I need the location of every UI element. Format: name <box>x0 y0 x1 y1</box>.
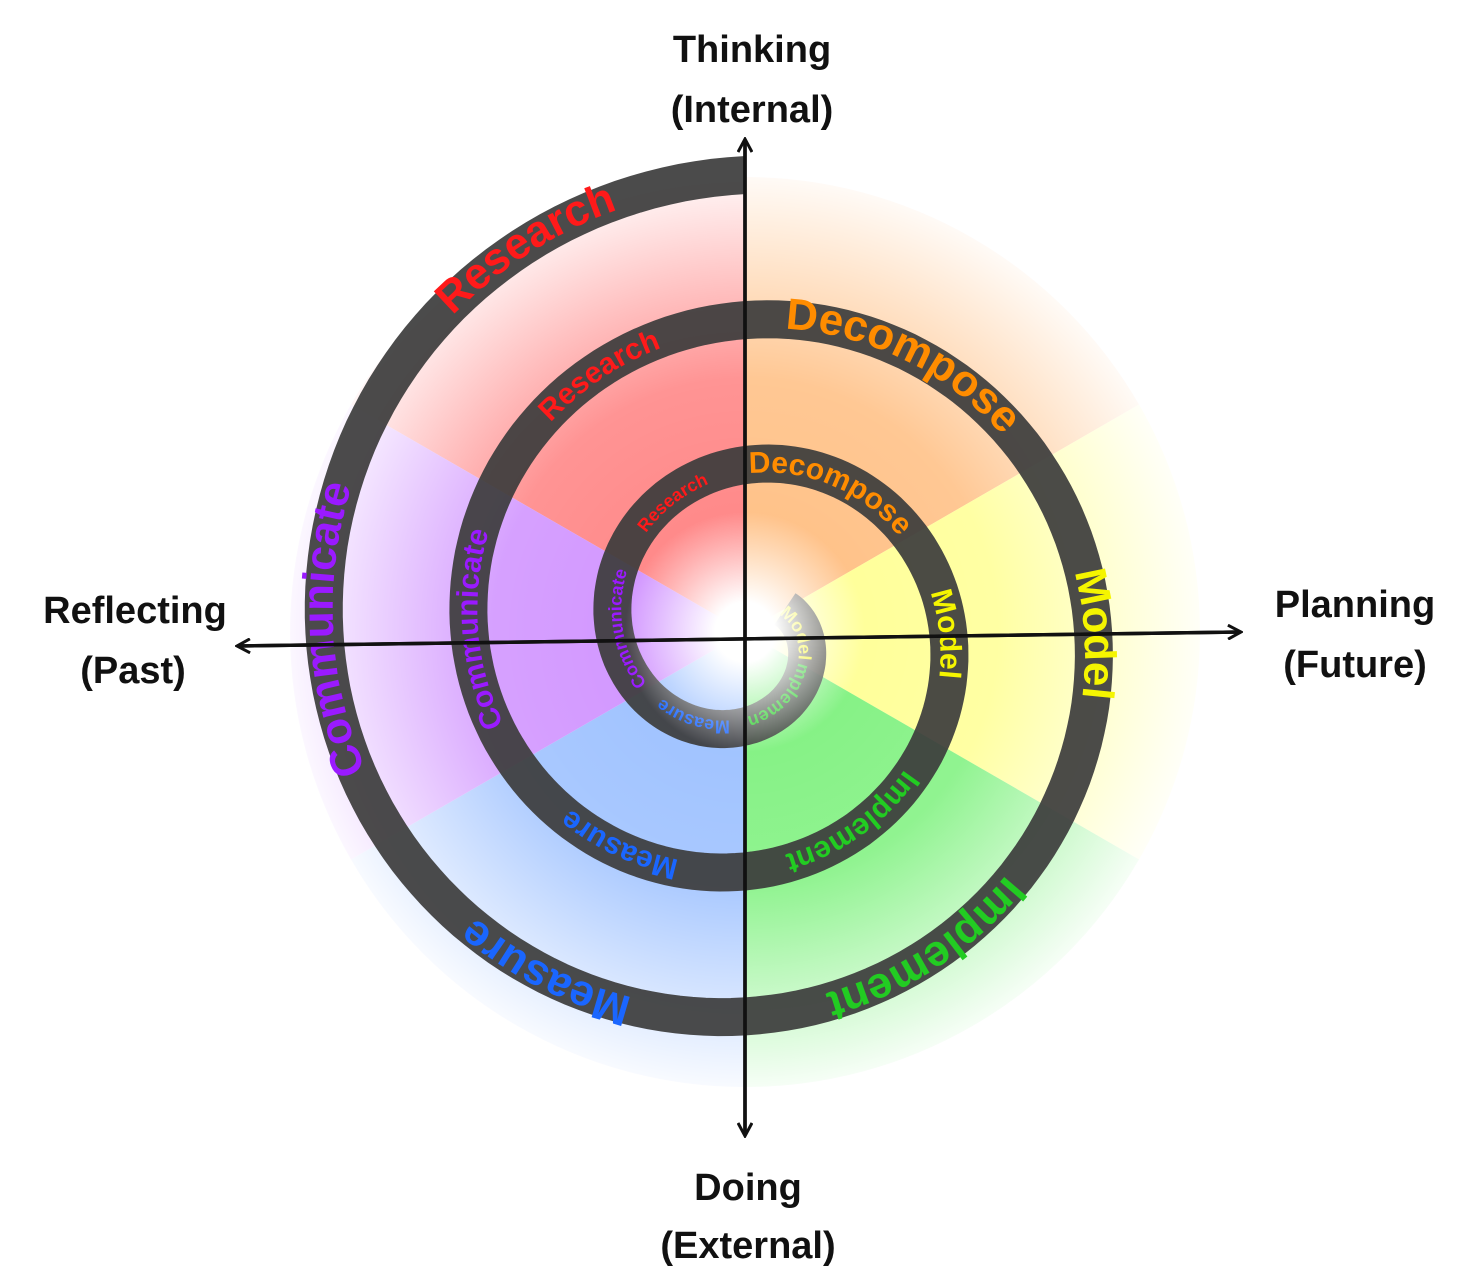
axis-right-sublabel: (Future) <box>1283 644 1427 686</box>
axis-top-label: Thinking <box>673 29 831 71</box>
axis-bottom-sublabel: (External) <box>660 1225 835 1267</box>
axis-left-sublabel: (Past) <box>80 650 186 692</box>
planning-axis-arrow <box>237 632 1240 648</box>
axis-left-label: Reflecting <box>43 590 227 632</box>
axis-top-sublabel: (Internal) <box>671 89 834 131</box>
axis-right-label: Planning <box>1275 584 1435 626</box>
axis-bottom-label: Doing <box>694 1167 802 1209</box>
